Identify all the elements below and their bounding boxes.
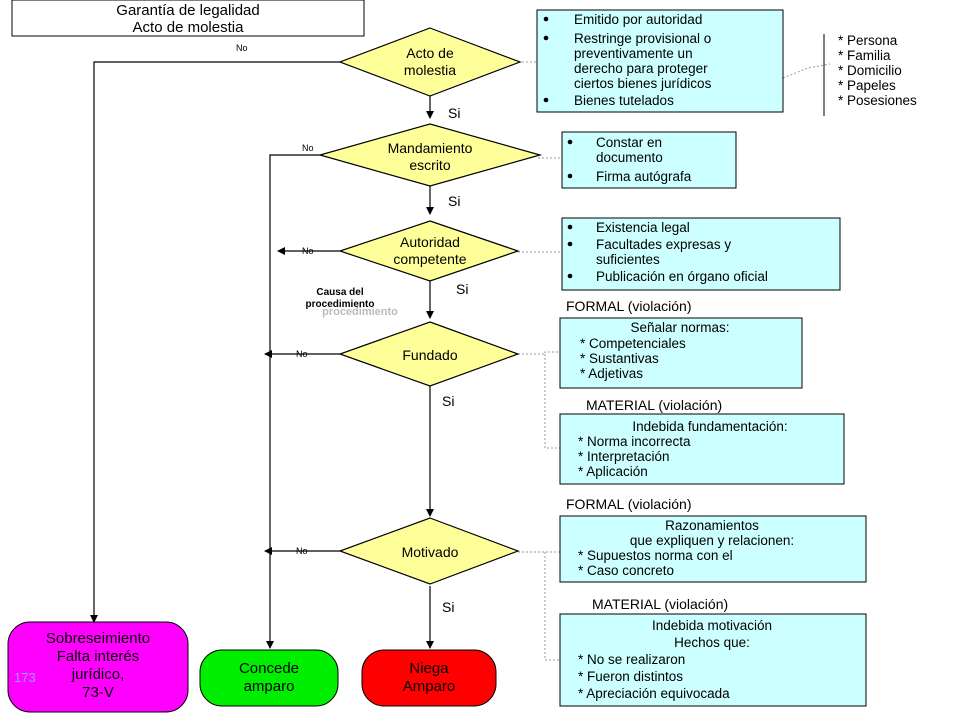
no-label: No bbox=[236, 43, 248, 53]
violation-header: FORMAL (violación) bbox=[566, 496, 692, 512]
info-item: Hechos que: bbox=[674, 635, 750, 650]
info-item: * Adjetivas bbox=[580, 366, 643, 381]
outcome-line: 73-V bbox=[82, 684, 114, 701]
info-item: preventivamente un bbox=[574, 46, 693, 61]
info-item: * Competenciales bbox=[580, 336, 686, 351]
info-box-motivado-formal: FORMAL (violación) Razonamientos que exp… bbox=[559, 496, 867, 583]
causa-del-procedimiento-note: procedimiento Causa del procedimiento bbox=[306, 287, 399, 318]
info-item: * Apreciación equivocada bbox=[578, 686, 730, 701]
page-number: 173 bbox=[14, 670, 36, 685]
info-item: * No se realizaron bbox=[578, 652, 685, 667]
info-item: * Fueron distintos bbox=[578, 669, 683, 684]
outcome-sobreseimiento: Sobreseimiento Falta interés jurídico, 7… bbox=[7, 621, 189, 713]
info-box-autoridad: Existencia legal Facultades expresas y s… bbox=[561, 217, 841, 291]
yes-label: Si bbox=[448, 105, 460, 121]
diamond-mandamiento-escrito: Mandamiento escrito bbox=[317, 123, 543, 187]
diamond-label: Fundado bbox=[402, 347, 457, 363]
outcome-line: amparo bbox=[244, 678, 295, 695]
outcome-niega-amparo: Niega Amparo bbox=[361, 649, 497, 707]
bienes-tutelados-list: * Persona * Familia * Domicilio * Papele… bbox=[823, 33, 917, 116]
causa-line-2: procedimiento bbox=[306, 299, 375, 310]
outcome-line: Amparo bbox=[403, 678, 456, 695]
title-line-1: Garantía de legalidad bbox=[116, 2, 259, 19]
info-item: documento bbox=[596, 150, 663, 165]
yes-label: Si bbox=[442, 599, 454, 615]
info-item: Indebida fundamentación: bbox=[632, 419, 787, 434]
causa-shadow-text: procedimiento bbox=[322, 306, 398, 318]
info-item: suficientes bbox=[596, 252, 660, 267]
info-item: Constar en bbox=[596, 135, 662, 150]
info-item: Restringe provisional o bbox=[574, 31, 711, 46]
outcome-concede-amparo: Concede amparo bbox=[199, 649, 339, 707]
outcome-line: Sobreseimiento bbox=[46, 630, 150, 647]
no-label: No bbox=[296, 349, 308, 359]
diamond-label-line-1: Autoridad bbox=[400, 234, 460, 250]
yes-label: Si bbox=[448, 193, 460, 209]
info-item: * Interpretación bbox=[578, 449, 670, 464]
info-item: Señalar normas: bbox=[630, 320, 729, 335]
info-connectors bbox=[518, 61, 831, 661]
diamond-label-line-2: escrito bbox=[409, 157, 450, 173]
info-item: Indebida motivación bbox=[652, 618, 772, 633]
info-item: * Supuestos norma con el bbox=[578, 548, 733, 563]
side-list-item: * Persona bbox=[838, 33, 898, 48]
info-item: * Sustantivas bbox=[580, 351, 659, 366]
side-list-item: * Posesiones bbox=[838, 93, 917, 108]
title-line-2: Acto de molestia bbox=[133, 19, 245, 36]
info-item: Bienes tutelados bbox=[574, 93, 674, 108]
flow-labels: Si Si Si Si Si No No No No No bbox=[236, 43, 468, 615]
outcome-line: jurídico, bbox=[71, 666, 125, 683]
yes-label: Si bbox=[442, 393, 454, 409]
violation-header: FORMAL (violación) bbox=[566, 298, 692, 314]
diamond-motivado: Motivado bbox=[338, 517, 520, 585]
info-box-fundado-formal: FORMAL (violación) Señalar normas: * Com… bbox=[559, 298, 803, 389]
info-box-fundado-material: MATERIAL (violación) Indebida fundamenta… bbox=[559, 397, 845, 485]
info-box-acto-de-molestia: Emitido por autoridad Restringe provisio… bbox=[536, 9, 784, 113]
violation-header: MATERIAL (violación) bbox=[592, 596, 728, 612]
info-box-motivado-material: MATERIAL (violación) Indebida motivación… bbox=[559, 596, 867, 707]
info-item: derecho para proteger bbox=[574, 61, 708, 76]
info-item: Publicación en órgano oficial bbox=[596, 269, 768, 284]
side-list-item: * Domicilio bbox=[838, 63, 902, 78]
info-item: * Norma incorrecta bbox=[578, 434, 691, 449]
causa-line-1: Causa del bbox=[316, 287, 363, 298]
no-branches bbox=[90, 61, 340, 649]
side-list-item: * Familia bbox=[838, 48, 891, 63]
diamond-label-line-1: Mandamiento bbox=[388, 140, 473, 156]
diamond-label-line-2: molestia bbox=[404, 62, 456, 78]
diamond-label-line-2: competente bbox=[393, 251, 466, 267]
info-item: Emitido por autoridad bbox=[574, 12, 702, 27]
info-item: Existencia legal bbox=[596, 220, 690, 235]
yes-label: Si bbox=[456, 281, 468, 297]
diamond-fundado: Fundado bbox=[338, 321, 520, 387]
title-box: Garantía de legalidad Acto de molestia bbox=[11, 0, 365, 37]
info-item: * Caso concreto bbox=[578, 563, 674, 578]
diamond-label: Motivado bbox=[402, 544, 459, 560]
outcome-line: Concede bbox=[239, 660, 299, 677]
info-item: Razonamientos bbox=[665, 518, 759, 533]
outcome-line: Niega bbox=[409, 660, 449, 677]
violation-header: MATERIAL (violación) bbox=[586, 397, 722, 413]
info-item: * Aplicación bbox=[578, 464, 648, 479]
no-label: No bbox=[296, 546, 308, 556]
outcome-line: Falta interés bbox=[57, 648, 140, 665]
info-item: ciertos bienes jurídicos bbox=[574, 76, 712, 91]
diamond-label-line-1: Acto de bbox=[406, 45, 454, 61]
diamond-autoridad-competente: Autoridad competente bbox=[338, 220, 520, 282]
info-item: que expliquen y relacionen: bbox=[630, 533, 794, 548]
info-box-mandamiento: Constar en documento Firma autógrafa bbox=[561, 131, 737, 189]
diamond-acto-de-molestia: Acto de molestia bbox=[338, 27, 522, 97]
no-label: No bbox=[302, 246, 314, 256]
info-item: Firma autógrafa bbox=[596, 169, 692, 184]
side-list-item: * Papeles bbox=[838, 78, 896, 93]
info-item: Facultades expresas y bbox=[596, 237, 731, 252]
no-label: No bbox=[302, 143, 314, 153]
